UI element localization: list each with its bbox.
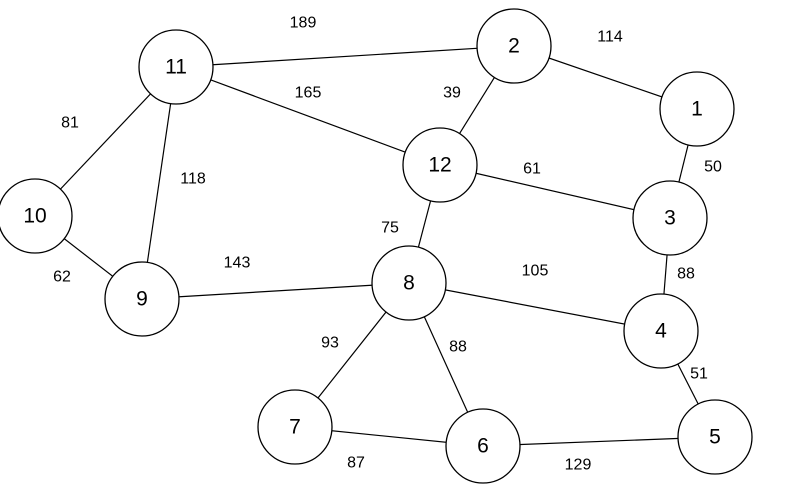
- node-label: 3: [664, 207, 676, 230]
- node-12: 12: [402, 127, 478, 203]
- node-label: 7: [289, 416, 301, 439]
- node-circle: [476, 8, 552, 84]
- node-label: 11: [165, 56, 187, 79]
- edge-weight-8-4: 105: [522, 263, 549, 280]
- node-circle: [257, 389, 333, 465]
- node-3: 3: [632, 180, 708, 256]
- edge-weight-8-6: 88: [449, 339, 467, 356]
- node-6: 6: [445, 408, 521, 484]
- edge-weight-9-8: 143: [224, 255, 251, 272]
- node-circle: [138, 29, 214, 105]
- edge-11-9: [141, 66, 177, 300]
- node-5: 5: [677, 399, 753, 475]
- edge-weight-7-6: 87: [347, 455, 365, 472]
- node-10: 10: [0, 178, 73, 254]
- node-circle: [104, 261, 180, 337]
- node-4: 4: [623, 293, 699, 369]
- node-label: 5: [709, 426, 721, 449]
- edge-weight-11-10: 81: [61, 115, 79, 132]
- edge-11-2: [175, 45, 515, 68]
- edge-weight-11-2: 189: [290, 15, 317, 32]
- edge-6-5: [482, 436, 716, 447]
- edge-weight-11-12: 165: [295, 85, 322, 102]
- node-label: 2: [508, 35, 520, 58]
- node-11: 11: [138, 29, 214, 105]
- node-circle: [632, 180, 708, 256]
- edges-layer: [34, 45, 716, 447]
- node-circle: [677, 399, 753, 475]
- edge-weight-2-12: 39: [443, 85, 461, 102]
- node-label: 6: [477, 435, 489, 458]
- node-9: 9: [104, 261, 180, 337]
- node-label: 1: [691, 98, 703, 121]
- node-7: 7: [257, 389, 333, 465]
- node-circle: [371, 245, 447, 321]
- edge-weight-6-5: 129: [565, 457, 592, 474]
- node-circle: [659, 71, 735, 147]
- node-label: 10: [23, 205, 46, 228]
- node-label: 4: [655, 320, 667, 343]
- edge-weight-8-7: 93: [321, 335, 339, 352]
- node-label: 9: [136, 288, 148, 311]
- node-label: 8: [403, 272, 415, 295]
- node-circle: [623, 293, 699, 369]
- edge-weight-12-3: 61: [523, 161, 541, 178]
- edge-weight-10-9: 62: [53, 269, 71, 286]
- edge-12-3: [439, 164, 671, 219]
- node-circle: [402, 127, 478, 203]
- edge-weight-4-5: 51: [690, 366, 708, 383]
- node-label: 12: [428, 154, 451, 177]
- edge-weight-1-3: 50: [704, 159, 722, 176]
- edge-9-8: [141, 282, 410, 300]
- edge-weight-11-9: 118: [180, 171, 206, 188]
- edge-weight-12-8: 75: [381, 220, 399, 237]
- node-circle: [445, 408, 521, 484]
- node-2: 2: [476, 8, 552, 84]
- node-8: 8: [371, 245, 447, 321]
- node-circle: [0, 178, 73, 254]
- node-1: 1: [659, 71, 735, 147]
- edge-weight-3-4: 88: [677, 266, 695, 283]
- edge-8-4: [408, 282, 662, 332]
- edge-11-12: [175, 66, 441, 166]
- edge-weight-2-1: 114: [597, 29, 623, 46]
